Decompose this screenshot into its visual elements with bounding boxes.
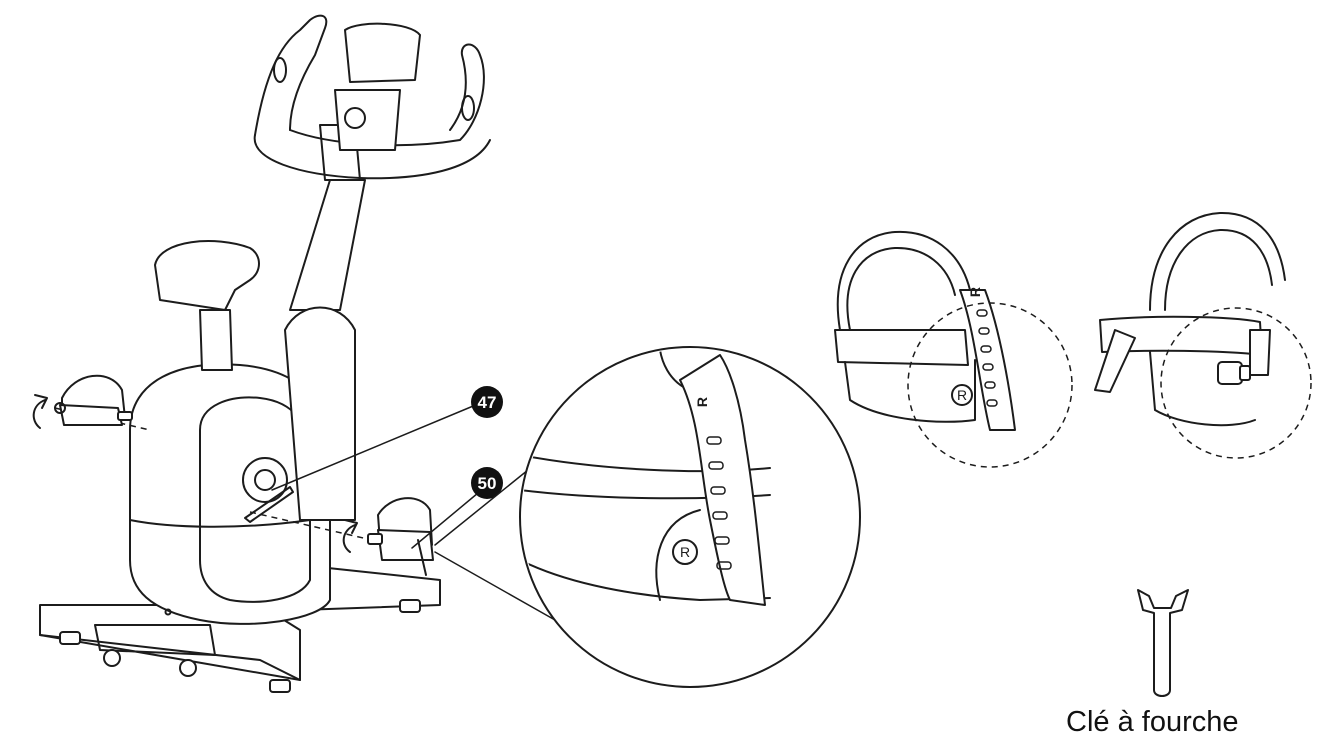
svg-text:50: 50: [478, 474, 497, 493]
magnified-pedal-detail: R R: [434, 346, 861, 688]
right-pedal: [249, 497, 434, 576]
svg-text:R: R: [967, 287, 983, 297]
svg-text:47: 47: [478, 393, 497, 412]
exercise-bike: [39, 14, 491, 693]
rotate-arrow-right-icon: [342, 524, 356, 553]
pedal-view-front: R R: [834, 230, 1073, 468]
tool-caption: Clé à fourche: [1066, 706, 1239, 738]
leader-line-50: [411, 492, 479, 549]
callout-50: 50: [471, 467, 503, 499]
left-pedal: [32, 374, 151, 431]
leader-line-47: [271, 403, 479, 491]
pedal-view-side: [1094, 211, 1312, 459]
pedal-circle-mark: R: [680, 544, 690, 560]
rotate-arrow-left-icon: [32, 399, 46, 429]
callout-47: 47: [471, 386, 503, 418]
wrench-icon: [1137, 589, 1189, 697]
svg-text:R: R: [957, 387, 967, 403]
pedal-side-mark: R: [694, 397, 710, 407]
